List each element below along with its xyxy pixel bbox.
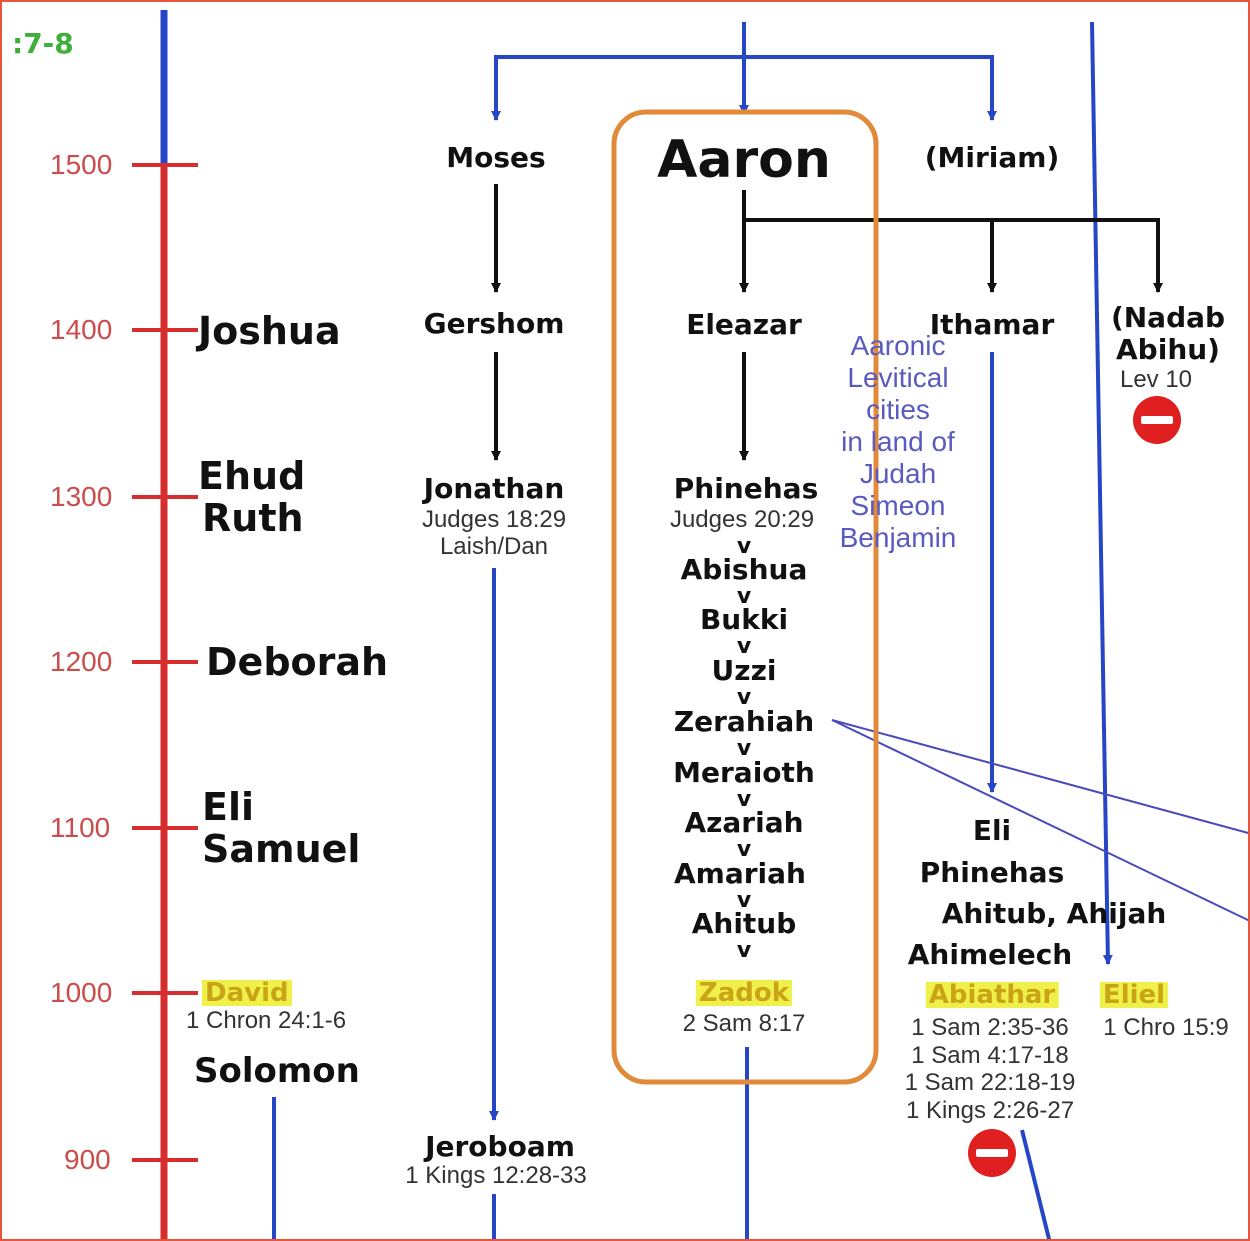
label-phinehas-aaronic: Phinehas: [673, 472, 819, 505]
no-entry-icon: [1133, 396, 1181, 444]
label-zadok-highlight: Zadok: [695, 980, 793, 1006]
abiathar-reference: 1 Kings 2:26-27: [905, 1097, 1075, 1124]
year-1100: 1100: [50, 812, 111, 843]
phinehas-reference: Judges 20:29: [669, 506, 815, 533]
label-david-highlight: David: [202, 980, 292, 1006]
levitical-cities-note: Aaronic Levitical cities in land of Juda…: [840, 330, 957, 554]
descent-chevron: v: [736, 787, 752, 812]
label-ahimelech: Ahimelech: [907, 938, 1073, 971]
jonathan-reference-judges: Judges 18:29: [421, 506, 567, 533]
descent-chevron: v: [736, 685, 752, 710]
descent-chevron: v: [736, 584, 752, 609]
label-joshua: Joshua: [198, 309, 341, 353]
label-abishua: Abishua: [680, 553, 808, 586]
timeline-ticks: [132, 163, 198, 1162]
descent-chevron: v: [736, 736, 752, 761]
year-1300: 1300: [50, 481, 113, 512]
abiathar-reference: 1 Sam 22:18-19: [904, 1069, 1076, 1096]
black-descent-arrows: [491, 184, 1163, 461]
cities-note-line: Benjamin: [839, 522, 957, 553]
label-nadab: (Nadab: [1110, 301, 1226, 334]
year-900: 900: [64, 1144, 111, 1175]
jonathan-reference-laish: Laish/Dan: [439, 533, 549, 560]
zadok-reference: 2 Sam 8:17: [682, 1010, 806, 1037]
cities-note-line: cities: [866, 394, 930, 425]
label-jonathan: Jonathan: [423, 472, 565, 505]
label-eliel-highlight: Eliel: [1099, 982, 1169, 1008]
cities-note-line: in land of: [841, 426, 955, 457]
label-ahitub-aaronic: Ahitub: [691, 907, 797, 940]
label-ehud: Ehud: [198, 454, 306, 498]
year-1000: 1000: [50, 977, 113, 1008]
label-samuel: Samuel: [202, 827, 361, 871]
family-split-lines: [491, 21, 1113, 965]
label-zerahiah: Zerahiah: [673, 705, 815, 738]
label-aaron: Aaron: [657, 130, 831, 190]
label-solomon: Solomon: [194, 1051, 360, 1091]
label-miriam: (Miriam): [924, 141, 1060, 174]
label-ahitub-ahijah: Ahitub, Ahijah: [941, 897, 1167, 930]
corner-reference: :7-8: [12, 27, 74, 60]
year-1400: 1400: [50, 314, 113, 345]
label-eli-priest: Eli: [972, 814, 1012, 847]
descent-chevron: v: [736, 888, 752, 913]
year-1200: 1200: [50, 646, 113, 677]
label-eleazar: Eleazar: [686, 308, 802, 341]
descent-chevron: v: [736, 938, 752, 963]
no-entry-icon: [968, 1129, 1016, 1177]
abiathar-reference: 1 Sam 2:35-36: [911, 1014, 1069, 1041]
descent-chevron: v: [736, 534, 752, 559]
label-gershom: Gershom: [423, 307, 565, 340]
label-azariah: Azariah: [684, 806, 804, 839]
label-abihu: Abihu): [1116, 333, 1220, 366]
label-uzzi: Uzzi: [711, 654, 777, 687]
label-deborah: Deborah: [206, 640, 389, 684]
cities-note-line: Judah: [859, 458, 937, 489]
aaron-highlight-box: [611, 109, 879, 1085]
label-amariah: Amariah: [674, 857, 806, 890]
zerahiah-cross-lines: [831, 719, 1248, 922]
descent-chevron: v: [736, 634, 752, 659]
label-ithamar: Ithamar: [929, 308, 1055, 341]
label-abiathar-highlight: Abiathar: [925, 982, 1059, 1008]
label-moses: Moses: [446, 141, 546, 174]
year-1500: 1500: [50, 149, 113, 180]
cities-note-line: Levitical: [847, 362, 949, 393]
label-phinehas-ithamar: Phinehas: [919, 856, 1065, 889]
eliel-reference: 1 Chro 15:9: [1103, 1014, 1229, 1041]
label-meraioth: Meraioth: [673, 756, 815, 789]
david-reference: 1 Chron 24:1-6: [186, 1007, 347, 1034]
jeroboam-reference: 1 Kings 12:28-33: [405, 1162, 587, 1189]
abiathar-reference: 1 Sam 4:17-18: [911, 1042, 1069, 1069]
label-jeroboam: Jeroboam: [425, 1130, 575, 1163]
descent-chevron: v: [736, 837, 752, 862]
label-eli: Eli: [202, 785, 255, 829]
cities-note-line: Aaronic: [850, 330, 946, 361]
label-bukki: Bukki: [699, 603, 789, 636]
nadab-abihu-reference: Lev 10: [1119, 366, 1193, 393]
cities-note-line: Simeon: [850, 490, 946, 521]
label-ruth: Ruth: [202, 496, 304, 540]
